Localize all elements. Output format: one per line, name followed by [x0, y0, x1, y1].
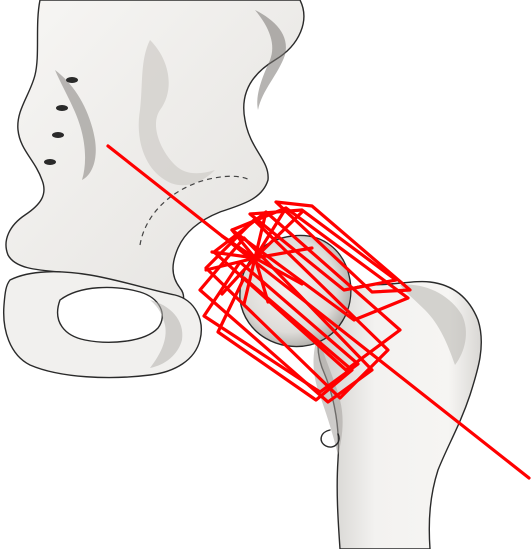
obturator-foramen: [58, 287, 163, 342]
